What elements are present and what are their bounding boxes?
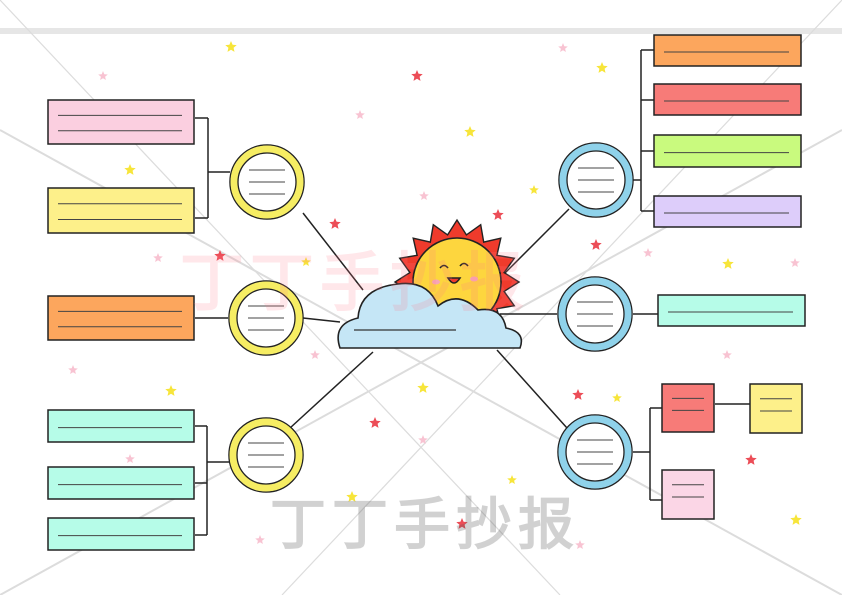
star-icon [722,350,732,359]
topic-box-right-bottom-1 [661,383,715,433]
star-icon [418,435,428,444]
star-icon [125,454,135,463]
top-border-strip [0,28,842,34]
sun-smile-face [432,262,478,285]
star-icon [612,393,622,402]
watermark-bottom: 丁丁手抄报 [270,493,580,558]
topic-box-right-bottom-2 [661,469,715,520]
star-icon [575,540,585,549]
star-icon [346,491,358,502]
topic-box-left-top-1 [47,99,195,145]
star-icon [722,258,734,269]
topic-box-left-middle-1 [47,295,195,341]
star-icon [572,389,584,400]
topic-box-right-bottom-3 [749,383,803,434]
topic-box-right-top-1 [653,34,802,67]
topic-box-right-middle-1 [657,294,806,327]
connector-lines [195,49,750,536]
star-icon [98,71,108,80]
watermark-top: 丁丁手抄报 [180,247,530,321]
branch-circle-right-bottom [557,414,633,490]
branch-circle-left-top [229,144,305,220]
star-icon [301,257,311,266]
star-icon [590,239,602,250]
star-icon [745,454,757,465]
star-icon [165,385,177,396]
star-icon [558,43,568,52]
branch-circle-left-middle [228,280,304,356]
cloud [337,282,523,349]
star-icon [310,350,320,359]
star-icon [255,535,265,544]
topic-box-right-top-4 [653,195,802,228]
star-icon [596,62,608,73]
star-icon [643,248,653,257]
star-icon [329,218,341,229]
topic-box-left-top-2 [47,187,195,234]
topic-box-right-top-3 [653,134,802,168]
decorative-stars [68,41,802,549]
star-icon [411,70,423,81]
topic-box-right-top-2 [653,83,802,116]
star-icon [790,514,802,525]
star-icon [355,110,365,119]
star-icon [153,253,163,262]
topic-box-left-bottom-1 [47,409,195,443]
branch-circle-right-middle [557,276,633,352]
branch-circle-right-top [558,142,634,218]
branch-circles [228,142,634,493]
center-cloud-sun [337,218,523,349]
star-icon [456,518,468,529]
topic-boxes [47,34,806,551]
branch-circle-left-bottom [228,417,304,493]
star-icon [68,365,78,374]
star-icon [492,209,504,220]
star-icon [507,475,517,484]
topic-box-left-bottom-2 [47,466,195,500]
star-icon [464,126,476,137]
star-icon [214,250,226,261]
star-icon [369,417,381,428]
star-icon [790,258,800,267]
topic-box-left-bottom-3 [47,517,195,551]
star-icon [124,164,136,175]
star-icon [417,382,429,393]
star-icon [225,41,237,52]
star-icon [529,185,539,194]
star-icon [419,191,429,200]
